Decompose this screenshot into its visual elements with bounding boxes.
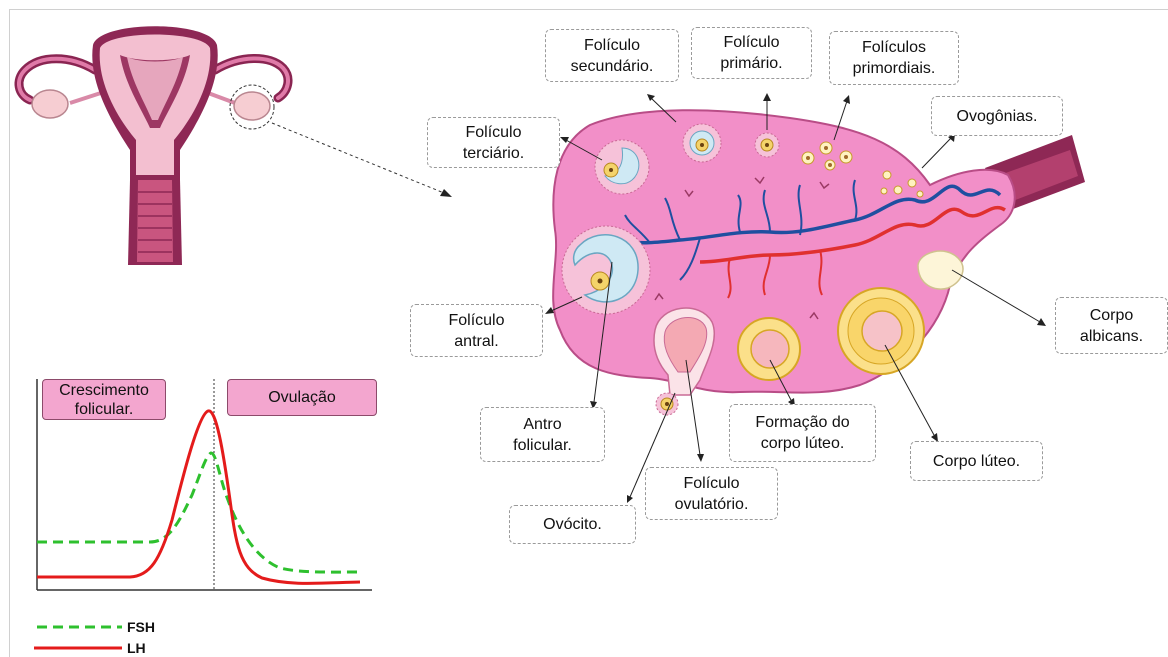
- legend-lh-label: LH: [127, 640, 146, 656]
- label-foliculo-terciario: Folículo terciário.: [427, 117, 560, 168]
- label-foliculo-antral: Folículo antral.: [410, 304, 543, 357]
- label-foliculo-secundario: Folículo secundário.: [545, 29, 679, 82]
- label-ovocito: Ovócito.: [509, 505, 636, 544]
- label-corpo-albicans: Corpo albicans.: [1055, 297, 1168, 354]
- label-formacao-corpo-luteo: Formação do corpo lúteo.: [729, 404, 876, 462]
- label-foliculos-primordiais: Folículos primordiais.: [829, 31, 959, 85]
- label-corpo-luteo: Corpo lúteo.: [910, 441, 1043, 481]
- phase-ovulacao: Ovulação: [227, 379, 377, 416]
- ovary-cross-section: [553, 110, 1085, 415]
- fsh-curve: [37, 453, 360, 572]
- lh-curve: [37, 411, 360, 584]
- label-antro-folicular: Antro folicular.: [480, 407, 605, 462]
- uterus-illustration: [19, 26, 288, 265]
- label-ovogonias: Ovogônias.: [931, 96, 1063, 136]
- legend-fsh-label: FSH: [127, 619, 155, 635]
- label-foliculo-primario: Folículo primário.: [691, 27, 812, 79]
- phase-crescimento-folicular: Crescimento folicular.: [42, 379, 166, 420]
- label-foliculo-ovulatorio: Folículo ovulatório.: [645, 467, 778, 520]
- zoom-arrow: [272, 123, 452, 197]
